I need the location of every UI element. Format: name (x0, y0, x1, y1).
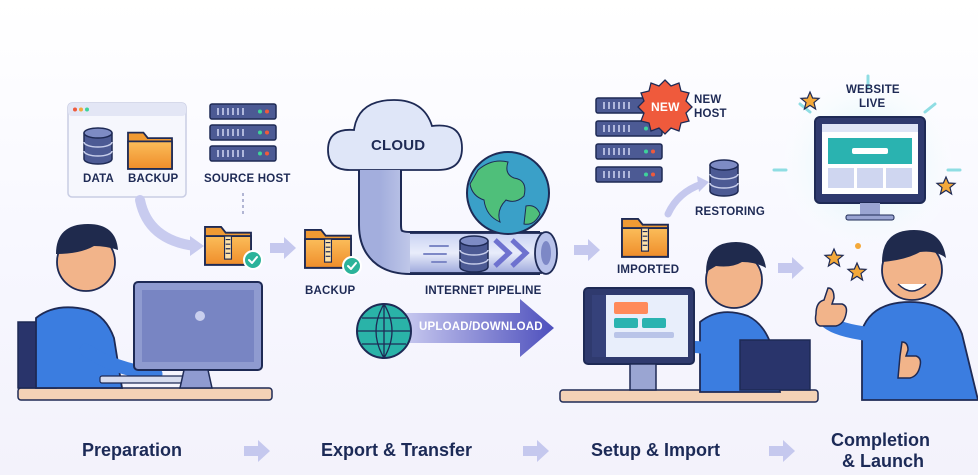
monitor-icon (583, 287, 695, 391)
globe-icon (356, 303, 412, 359)
internet-pipeline-label: INTERNET PIPELINE (425, 285, 542, 297)
arrow-icon (778, 257, 804, 279)
new-host-label-line2: HOST (694, 108, 727, 120)
check-icon (342, 256, 362, 276)
new-badge (637, 79, 693, 135)
stage-preparation: Preparation (82, 440, 183, 460)
cloud-label: CLOUD (371, 137, 426, 154)
person-icon (17, 224, 273, 401)
source-host-label: SOURCE HOST (204, 173, 291, 185)
database-icon (83, 127, 113, 165)
check-icon (243, 250, 263, 270)
cloud-icon (327, 99, 463, 171)
zip-folder-icon (622, 219, 668, 257)
person-icon (559, 242, 819, 403)
monitor-icon (133, 281, 263, 389)
upload-download-arrow (405, 299, 554, 357)
server-icon (209, 103, 277, 162)
website-live-label-line1: WEBSITE (846, 84, 900, 96)
data-panel (67, 102, 187, 198)
data-label: DATA (83, 173, 115, 185)
person-icon (814, 230, 978, 401)
stage-completion-line1: Completion (831, 430, 930, 450)
imported-label: IMPORTED (617, 264, 680, 276)
backup-label: BACKUP (305, 285, 356, 297)
new-badge-label: NEW (651, 100, 680, 114)
globe-icon (466, 151, 550, 235)
backup-folder-label: BACKUP (128, 173, 179, 185)
folder-icon (127, 131, 173, 170)
star-icon (847, 262, 867, 281)
new-host-label-line1: NEW (694, 94, 722, 106)
stage-export-transfer: Export & Transfer (321, 440, 473, 460)
arrow-icon (270, 237, 296, 259)
restoring-label: RESTORING (695, 206, 765, 218)
website-live-label-line2: LIVE (859, 98, 886, 110)
pipe-icon (358, 170, 558, 275)
upload-download-label: UPLOAD/DOWNLOAD (419, 321, 543, 333)
stage-setup-import: Setup & Import (591, 440, 720, 460)
stage-completion-line2: & Launch (842, 451, 925, 471)
arrow-icon (574, 239, 600, 261)
database-icon (709, 159, 739, 197)
monitor-icon (814, 116, 926, 221)
